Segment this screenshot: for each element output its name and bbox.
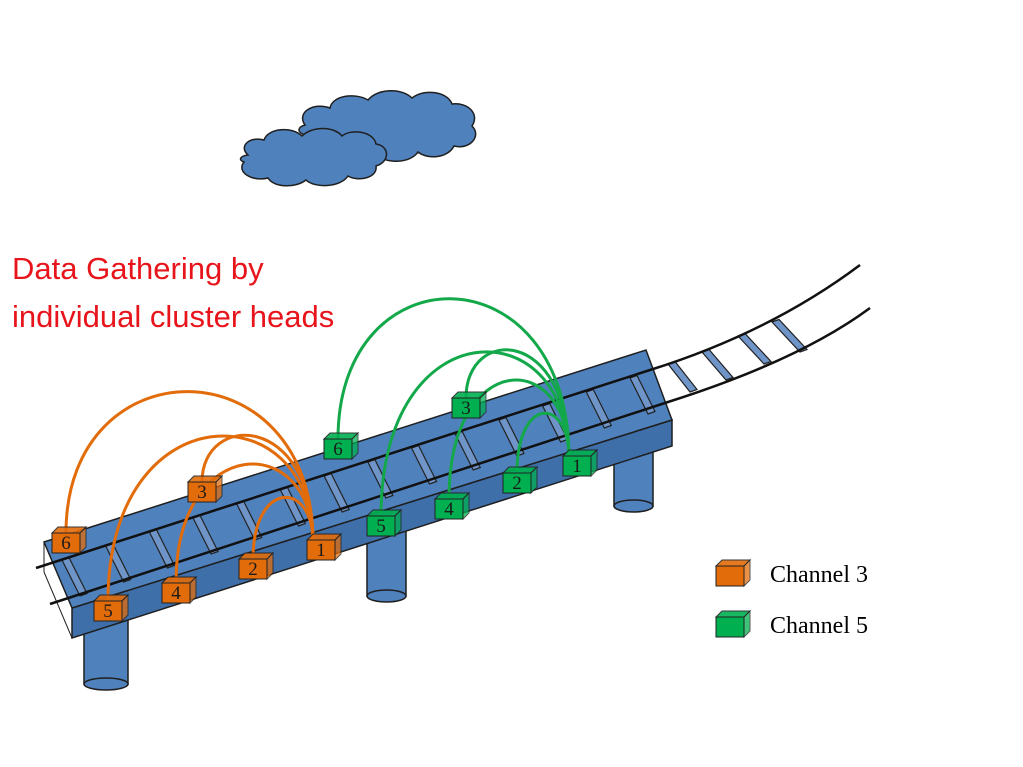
sensor-node-label: 4 [444,499,454,520]
track-sleeper [667,360,698,393]
sensor-node-ch5-6: 6 [322,431,360,461]
sensor-node-ch3-4: 4 [160,575,198,605]
sensor-node-label: 5 [376,516,386,537]
sensor-node-ch5-1: 1 [561,448,599,478]
diagram-title-line-1: Data Gathering by [12,251,264,286]
sensor-node-ch5-5: 5 [365,508,403,538]
sensor-node-label: 5 [103,601,113,622]
data-link-arc [174,462,315,584]
sensor-node-ch3-3: 3 [186,474,224,504]
sensor-node-label: 2 [512,473,522,494]
legend-label-channel-3: Channel 3 [770,562,868,588]
diagram-title-line-2: individual cluster heads [12,299,335,334]
sensor-node-label: 3 [197,482,207,503]
sensor-node-ch5-3: 3 [450,390,488,420]
sensor-node-label: 3 [461,398,471,419]
cloud-icon [239,127,388,187]
legend [714,558,752,639]
sensor-node-label: 6 [333,439,343,460]
data-link-arc [379,350,571,517]
data-gathering-arcs [64,297,571,602]
track-rail [35,263,861,570]
sensor-node-ch3-2: 2 [237,551,275,581]
sensor-node-label: 6 [61,533,71,554]
track-rail [49,306,871,606]
legend-label-channel-5: Channel 5 [770,613,868,639]
track-sleeper [770,318,809,353]
sensor-node-ch5-4: 4 [433,491,471,521]
data-link-arc [336,297,571,459]
sensor-node-ch3-1: 1 [305,532,343,562]
legend-swatch-channel-3 [714,558,752,588]
railway-track [35,263,871,606]
sensor-node-label: 2 [248,559,258,580]
pillar [83,617,129,691]
legend-swatch-channel-5 [714,609,752,639]
sensor-node-label: 1 [316,540,326,561]
sensor-node-ch3-6: 6 [50,525,88,555]
sensor-nodes: 1 2 3 4 5 6 1 2 3 4 5 6 [50,390,599,623]
data-link-arc [447,378,571,500]
data-link-arc [64,390,315,543]
sensor-node-label: 4 [171,583,181,604]
clouds [239,90,477,187]
sensor-node-label: 1 [572,456,582,477]
sensor-node-ch3-5: 5 [92,593,130,623]
data-link-arc [106,434,315,602]
track-sleeper [736,332,773,365]
track-sleeper [629,374,656,415]
track-sleeper [700,348,735,381]
sensor-node-ch5-2: 2 [501,465,539,495]
bridge-deck-top [42,349,673,609]
